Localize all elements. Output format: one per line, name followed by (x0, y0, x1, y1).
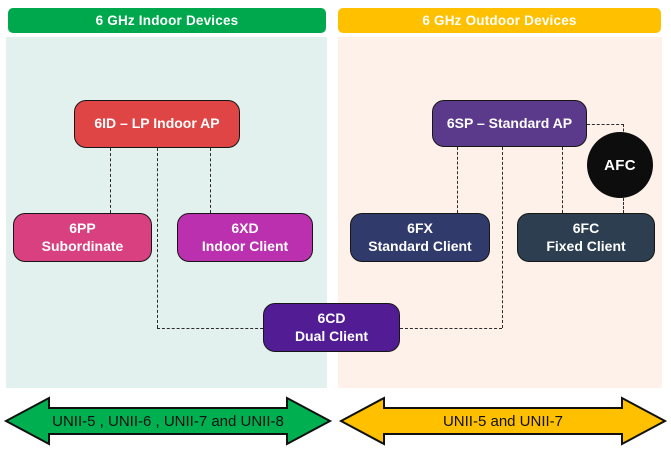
outdoor-header: 6 GHz Outdoor Devices (338, 8, 661, 33)
node-6sp-standard-ap: 6SP – Standard AP (432, 100, 587, 147)
node-6cd-dual-client: 6CD Dual Client (263, 303, 400, 352)
node-6fc-label: Fixed Client (546, 237, 626, 254)
connector-6sp-afc-horizontal (587, 124, 624, 125)
connector-afc-6fc (623, 198, 624, 213)
connector-6sp-6cd-vertical (502, 147, 503, 328)
node-6cd-code: 6CD (317, 309, 346, 326)
node-6fx-code: 6FX (407, 219, 433, 236)
connector-6id-6cd-vertical (157, 148, 158, 328)
connector-6sp-6fc (562, 147, 563, 213)
indoor-header: 6 GHz Indoor Devices (8, 8, 326, 33)
node-6sp-label: 6SP – Standard AP (446, 114, 573, 131)
outdoor-band-arrow (338, 396, 668, 446)
node-6pp-code: 6PP (69, 219, 96, 236)
indoor-band-label: UNII-5 , UNII-6 , UNII-7 and UNII-8 (52, 412, 284, 430)
connector-6sp-afc-vertical (623, 124, 624, 136)
node-6id-label: 6ID – LP Indoor AP (94, 115, 220, 132)
connector-6id-6cd-horizontal (157, 328, 263, 329)
node-6fc-code: 6FC (572, 219, 600, 236)
node-6fx-standard-client: 6FX Standard Client (350, 213, 490, 262)
connector-6id-6pp (110, 148, 111, 213)
outdoor-band-label: UNII-5 and UNII-7 (442, 412, 564, 430)
node-6pp-subordinate: 6PP Subordinate (13, 213, 152, 262)
node-6xd-label: Indoor Client (201, 237, 289, 254)
node-6xd-indoor-client: 6XD Indoor Client (177, 213, 313, 262)
node-6fx-label: Standard Client (368, 237, 472, 254)
node-6fc-fixed-client: 6FC Fixed Client (517, 213, 655, 262)
connector-6sp-6cd-horizontal (400, 328, 502, 329)
afc-circle: AFC (587, 132, 653, 198)
node-6pp-label: Subordinate (41, 237, 124, 254)
node-6cd-label: Dual Client (294, 327, 369, 344)
indoor-band-arrow (3, 396, 333, 446)
connector-6sp-6fx (457, 147, 458, 213)
node-6id-lp-indoor-ap: 6ID – LP Indoor AP (74, 100, 240, 148)
connector-6id-6xd (210, 148, 211, 213)
node-6xd-code: 6XD (231, 219, 259, 236)
